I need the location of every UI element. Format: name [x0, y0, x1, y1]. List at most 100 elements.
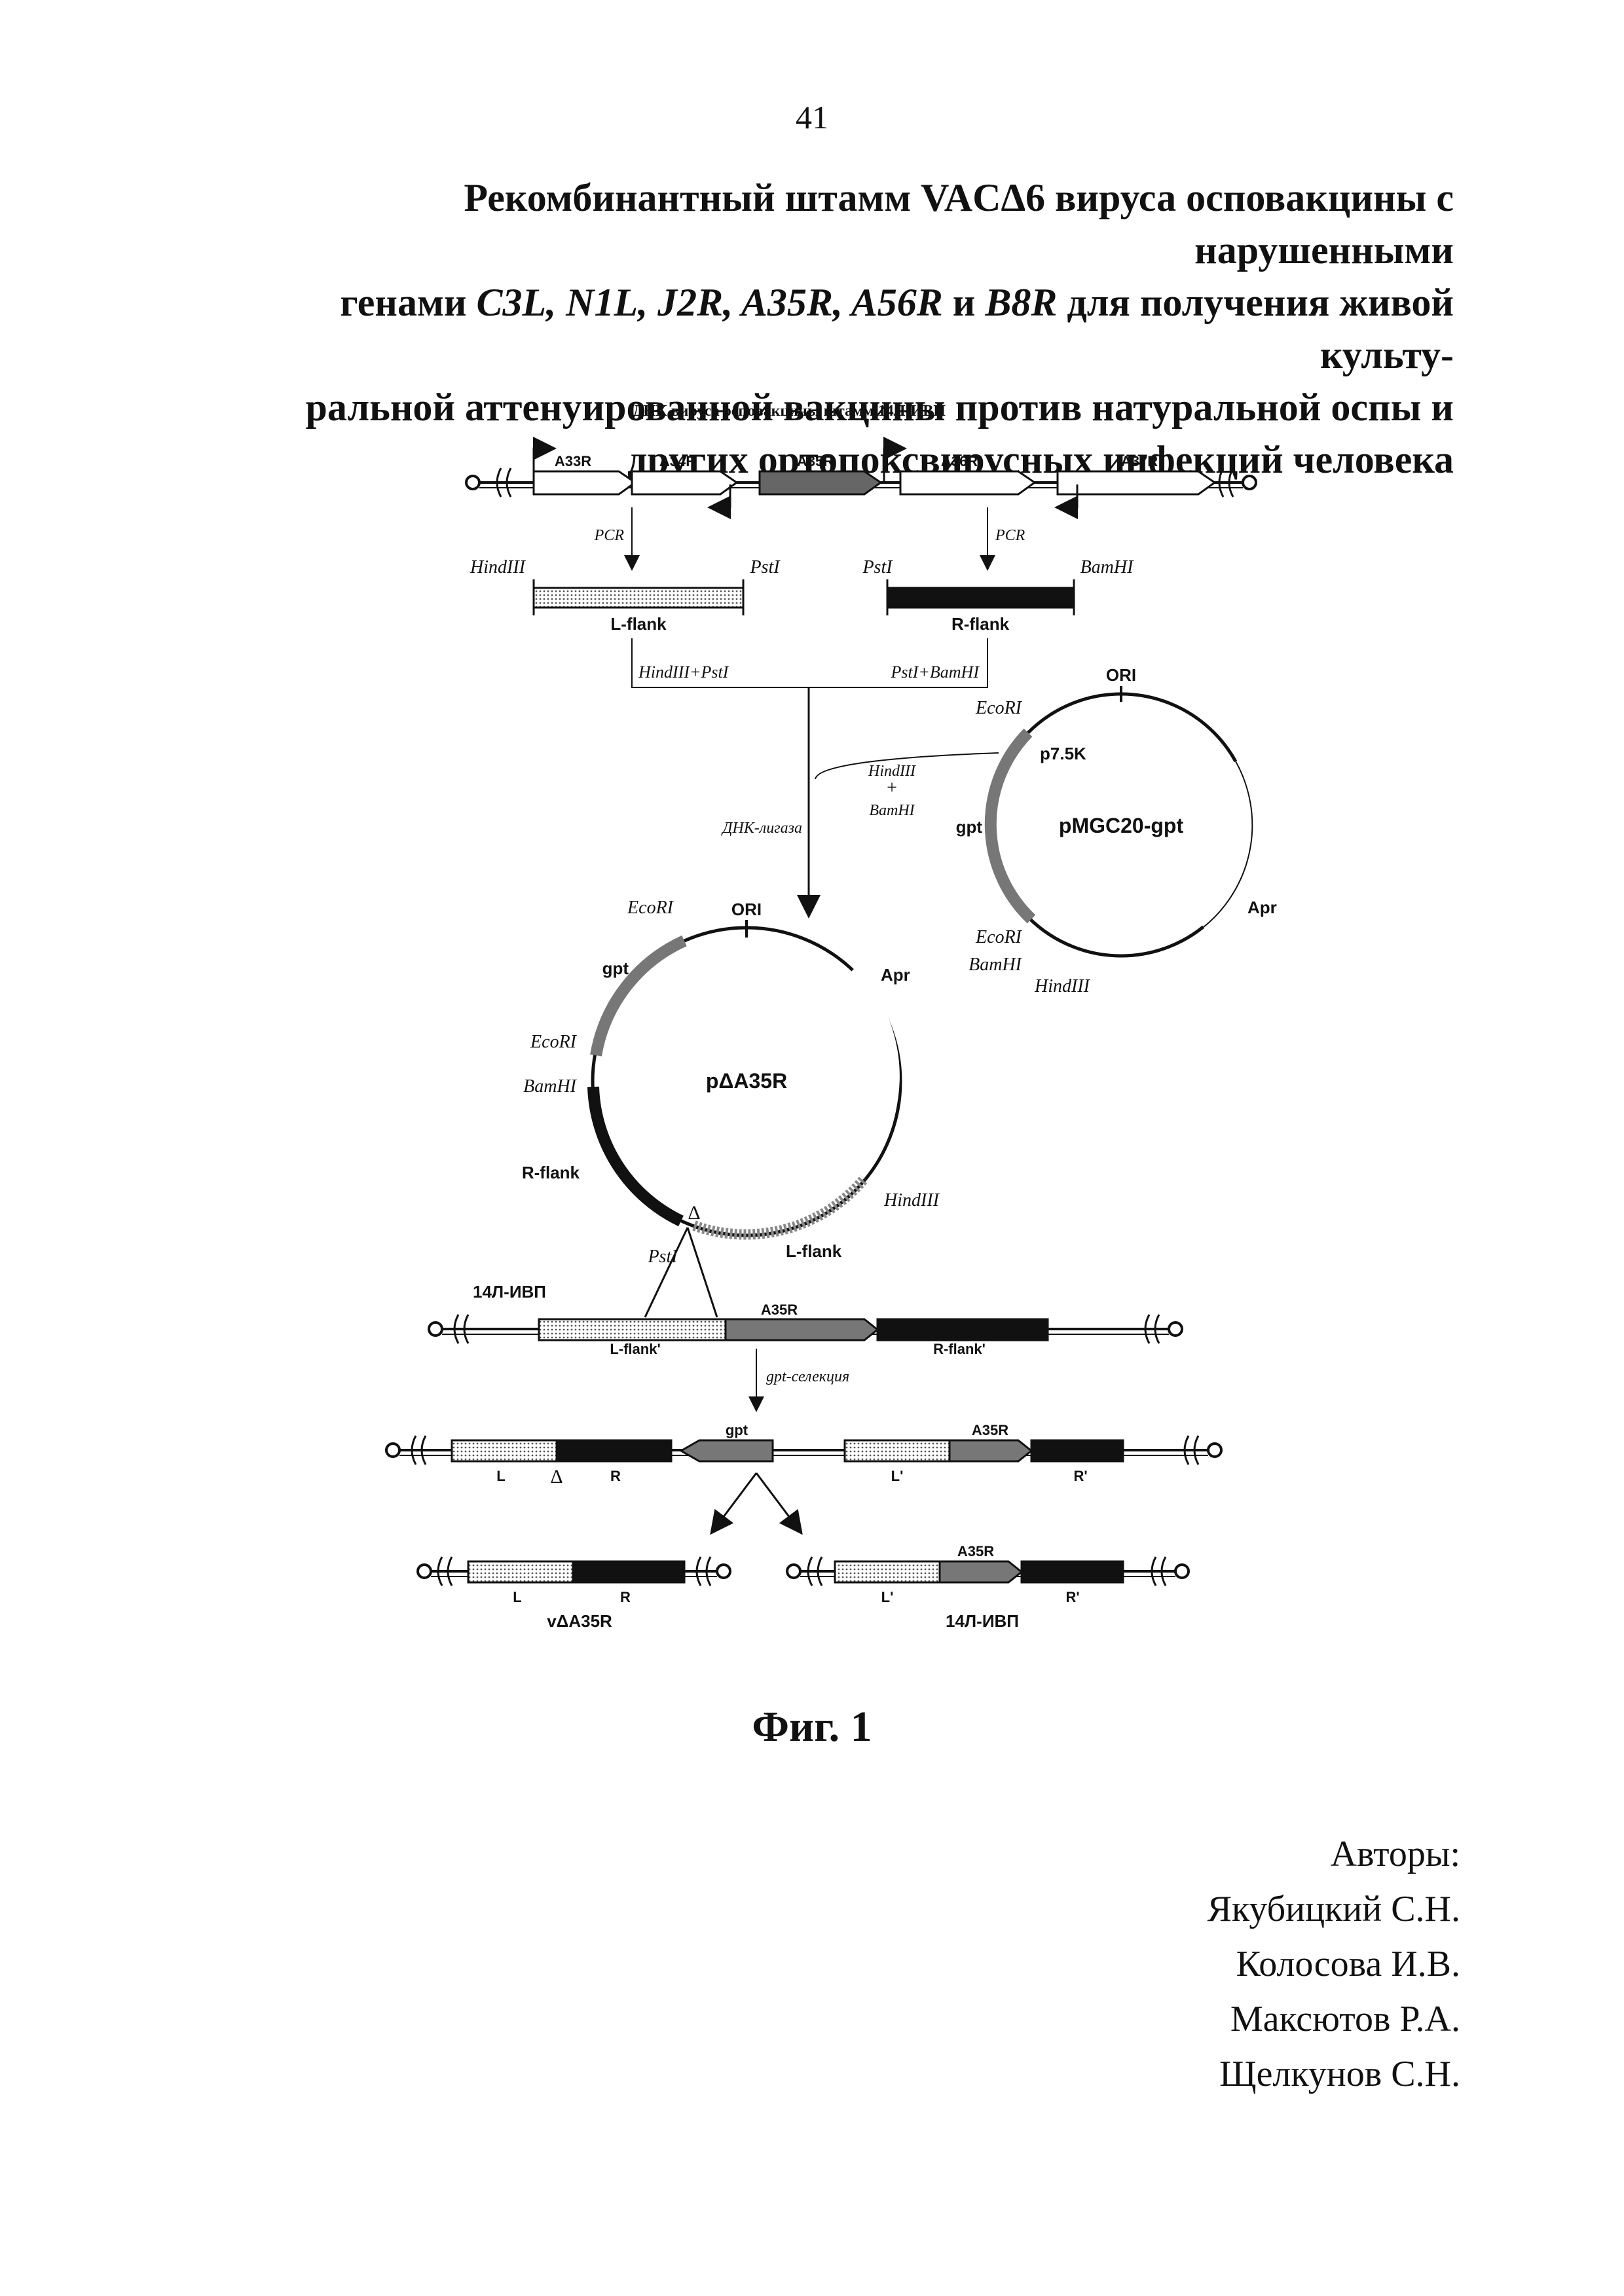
label-l-prime: L'	[881, 1589, 894, 1605]
plasmid-name-pmgc20: pMGC20-gpt	[1059, 814, 1184, 837]
label-ecori: EcoRI	[975, 698, 1023, 718]
promoter-arrow	[532, 437, 557, 481]
label-delta: Δ	[688, 1202, 700, 1224]
label-ori: ORI	[731, 900, 762, 919]
pcr-label-left: PCR	[594, 527, 625, 544]
genome-row-2: 14Л-ИВП A35R L-flank' R-flank'	[428, 1282, 1183, 1357]
genome-mutant: L R vΔA35R	[416, 1556, 731, 1631]
figure-header: ДНК вируса осповакцины штамм 14Л-ИВП	[633, 403, 946, 420]
label-hindiii: HindIII	[883, 1190, 940, 1211]
gene-a34r	[631, 470, 739, 496]
genome-parental: A35R L' R' 14Л-ИВП	[786, 1543, 1190, 1631]
figure-caption: Фиг. 1	[752, 1703, 872, 1751]
authors-heading: Авторы:	[1330, 1834, 1460, 1874]
author-name: Максютов Р.А.	[1230, 1999, 1460, 2039]
label-ecori: EcoRI	[530, 1032, 578, 1052]
label-r: R	[620, 1589, 631, 1605]
apr-segment	[849, 967, 900, 1114]
label-p75k: p7.5K	[1040, 744, 1086, 763]
gene-label-a34r: A34R	[659, 453, 696, 469]
label-hind-pst: HindIII+PstI	[638, 663, 729, 682]
label-hindiii: HindIII	[1034, 976, 1091, 996]
label-pst-bam: PstI+BamHI	[890, 663, 980, 682]
label-ecori: EcoRI	[627, 898, 674, 918]
promoter-arrow	[707, 484, 731, 519]
label-mutant: vΔA35R	[547, 1611, 612, 1631]
label-gpt-selection: gpt-селекция	[766, 1368, 849, 1385]
label-ori: ORI	[1106, 665, 1136, 685]
label-hindiii-vector: HindIII	[868, 763, 916, 780]
gene-label-a33r: A33R	[555, 453, 591, 469]
label-bamhi: BamHI	[523, 1076, 578, 1097]
label-apr: Apr	[1247, 898, 1277, 917]
label-r: R	[610, 1468, 621, 1484]
label-strain: 14Л-ИВП	[473, 1282, 546, 1302]
pcr-label-right: PCR	[995, 527, 1025, 544]
author-name: Колосова И.В.	[1236, 1944, 1460, 1984]
break-mark-left	[496, 467, 502, 498]
title-line-1: Рекомбинантный штамм VACΔ6 вируса оспова…	[464, 176, 1454, 272]
label-l-prime: L'	[891, 1468, 904, 1484]
title-line-2: генами C3L, N1L, J2R, A35R, A56R и B8R д…	[340, 281, 1454, 376]
split-arrow-left	[710, 1472, 758, 1535]
vector-connector	[815, 752, 999, 780]
label-gpt: gpt	[726, 1422, 748, 1438]
label-l: L	[513, 1589, 521, 1605]
split-arrow-right	[755, 1472, 803, 1535]
promoter-arrow	[1054, 484, 1079, 519]
gpt-segment	[984, 728, 1036, 924]
label-plus: +	[887, 778, 897, 798]
genome-end-left	[465, 475, 481, 490]
label-r-flank-prime: R-flank'	[933, 1341, 986, 1357]
label-gpt: gpt	[956, 817, 983, 837]
label-r-prime: R'	[1065, 1589, 1079, 1605]
r-flank-block	[876, 1318, 1049, 1341]
label-r-prime: R'	[1073, 1468, 1087, 1484]
plasmid-pmgc20-gpt: ORI EcoRI p7.5K gpt pMGC20-gpt Apr EcoRI…	[956, 665, 1277, 996]
label-apr: Apr	[881, 965, 910, 985]
author-name: Щелкунов С.Н.	[1219, 2054, 1460, 2094]
r-flank-fragment	[886, 587, 1075, 609]
gene-a35r	[758, 470, 883, 496]
title-line-3: ральной аттенуированной вакцины против н…	[305, 386, 1454, 429]
authors-block: Авторы: Якубицкий С.Н. Колосова И.В. Мак…	[1208, 1827, 1460, 2102]
label-a35r: A35R	[761, 1302, 798, 1318]
site-hindiii: HindIII	[470, 557, 526, 577]
label-a35r: A35R	[972, 1422, 1008, 1438]
gene-a35r-block	[724, 1318, 879, 1341]
label-bamhi-vector: BamHI	[869, 802, 915, 819]
genome-row-3: gpt A35R L Δ R L' R'	[385, 1422, 1223, 1487]
crossover-line	[686, 1227, 718, 1318]
label-bamhi: BamHI	[969, 955, 1023, 975]
r-flank-segment	[587, 1086, 684, 1227]
l-flank-fragment	[532, 587, 745, 609]
label-delta: Δ	[550, 1466, 563, 1487]
label-l-flank-prime: L-flank'	[610, 1341, 660, 1357]
gene-label-a37r: A37R	[1121, 453, 1158, 469]
figure-1-diagram: ДНК вируса осповакцины штамм 14Л-ИВП A33…	[385, 403, 1277, 1631]
site-psti: PstI	[862, 557, 893, 577]
label-l-flank: L-flank	[786, 1241, 842, 1261]
label-ligase: ДНК-лигаза	[721, 820, 802, 837]
gene-label-a35r: A35R	[797, 453, 834, 469]
plasmid-pda35r: ORI EcoRI gpt Apr EcoRI BamHI pΔA35R R-f…	[522, 898, 940, 1267]
gene-label-a36r: A36R	[941, 453, 978, 469]
gene-a33r	[532, 470, 637, 496]
label-strain-final: 14Л-ИВП	[946, 1611, 1019, 1631]
site-bamhi: BamHI	[1080, 557, 1135, 577]
gene-a37r	[1056, 470, 1217, 496]
l-flank-label: L-flank	[610, 614, 667, 634]
gpt-block	[678, 1439, 774, 1463]
label-ecori: EcoRI	[975, 927, 1023, 947]
genome-end-right	[1242, 475, 1257, 490]
gpt-segment	[590, 935, 687, 1057]
site-psti: PstI	[749, 557, 781, 577]
label-l: L	[496, 1468, 505, 1484]
genome-row-1: A33R A34R A35R A36R A37R	[465, 437, 1257, 519]
l-flank-segment	[692, 1175, 869, 1240]
document-title: Рекомбинантный штамм VACΔ6 вируса оспова…	[223, 172, 1454, 486]
label-a35r: A35R	[957, 1543, 994, 1559]
label-gpt: gpt	[602, 958, 629, 978]
label-r-flank: R-flank	[522, 1163, 580, 1182]
r-flank-label: R-flank	[951, 614, 1010, 634]
